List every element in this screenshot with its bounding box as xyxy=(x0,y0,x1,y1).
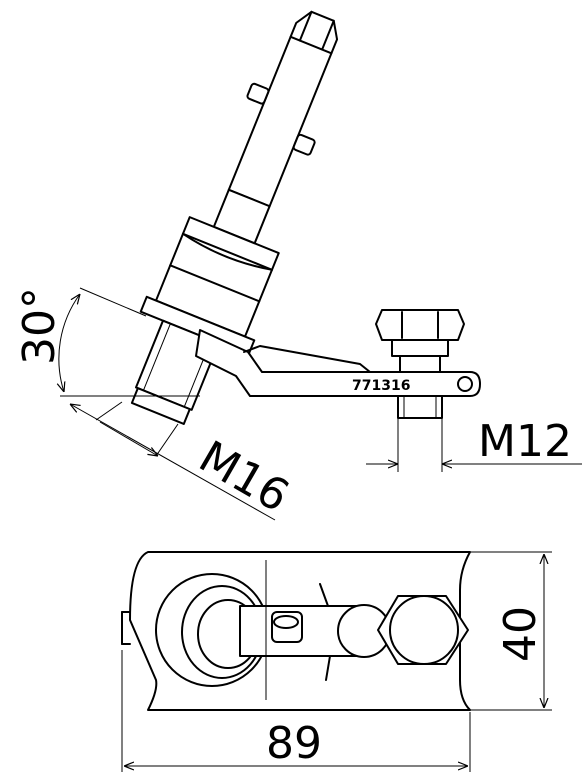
strap-plate xyxy=(195,329,481,397)
length-label: 89 xyxy=(266,718,322,769)
m16-label: M16 xyxy=(191,431,298,522)
hex-nut-top xyxy=(377,595,469,665)
length-dimension: 89 xyxy=(121,650,471,772)
top-view: 40 89 xyxy=(121,551,552,772)
angle-label: 30° xyxy=(14,287,65,365)
cross-pin-left xyxy=(246,82,270,105)
width-dimension: 40 xyxy=(470,551,552,711)
plate-hole xyxy=(457,376,473,392)
m12-label: M12 xyxy=(478,416,572,467)
m12-dimension: M12 xyxy=(366,416,582,472)
part-marking: 771316 xyxy=(352,378,410,394)
side-view: 771316 30° M16 xyxy=(14,10,582,523)
cross-pin-right xyxy=(292,133,316,156)
m12-hex-bolt xyxy=(375,309,465,419)
angle-dimension: 30° xyxy=(14,287,200,397)
width-label: 40 xyxy=(495,606,546,662)
